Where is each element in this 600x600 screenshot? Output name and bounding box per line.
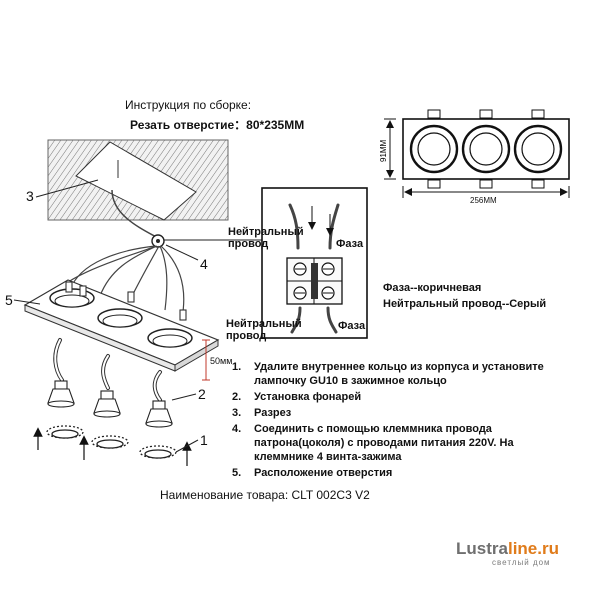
instruction-steps: 1.Удалите внутреннее кольцо из корпуса и…	[232, 360, 562, 482]
brand-tagline: светлый дом	[492, 558, 551, 567]
height-dimension	[384, 118, 396, 180]
install-arrows	[33, 427, 192, 466]
neutral-wire-label-bottom: Нейтральный провод	[226, 318, 302, 342]
top-view-drawing	[402, 109, 570, 189]
step-item: 1.Удалите внутреннее кольцо из корпуса и…	[232, 361, 544, 387]
neutral-wire-label-top: Нейтральный провод	[228, 226, 304, 250]
ceiling-panel	[47, 139, 229, 221]
product-name: Наименование товара: CLT 002C3 V2	[160, 488, 370, 502]
callout-2-leader	[171, 393, 197, 401]
power-cable	[111, 189, 159, 239]
width-label: 256ММ	[470, 196, 497, 205]
brand-name-part1: Lustra	[456, 539, 508, 558]
step-item: 5.Расположение отверстия	[232, 467, 393, 479]
gu10-bulbs	[47, 380, 173, 428]
callout-3-leader	[35, 179, 99, 198]
callout-2: 2	[198, 386, 206, 402]
phase-wire-label-bottom: Фаза	[338, 320, 366, 332]
brand-name-part2: line.ru	[507, 539, 559, 558]
callout-4-leader	[165, 244, 199, 261]
callout-3: 3	[26, 188, 34, 204]
wiring-inset	[261, 187, 368, 339]
spring-clips	[65, 281, 187, 321]
top-view-rings	[409, 124, 563, 174]
legend-neutral: Нейтральный провод--Серый	[383, 298, 547, 310]
clamp-rings	[46, 425, 177, 459]
callout-1-leader	[175, 439, 199, 453]
inset-wires	[288, 203, 340, 334]
width-dimension	[402, 186, 570, 198]
depth-dimension	[202, 339, 210, 381]
instruction-title: Инструкция по сборке:	[125, 98, 252, 112]
cutout-size: Резать отверстие：80*235ММ	[130, 118, 305, 132]
brand-logo: Lustraline.ru светлый дом	[456, 539, 586, 568]
legend-phase: Фаза--коричневая	[383, 282, 482, 294]
callout-4: 4	[200, 256, 208, 272]
step-item: 2.Установка фонарей	[232, 391, 362, 403]
step-item: 3.Разрез	[232, 407, 292, 419]
step-item: 4.Соединить с помощью клеммника провода …	[232, 423, 514, 463]
phase-wire-label-top: Фаза	[336, 238, 364, 250]
terminal-connector	[151, 234, 165, 248]
lamp-cables-inner	[54, 339, 161, 401]
inset-arrows	[308, 206, 334, 236]
height-dimension-label: 91ММ	[379, 139, 388, 162]
depth-label: 50мм	[210, 356, 233, 366]
callout-5-leader	[13, 299, 41, 305]
callout-5: 5	[5, 292, 13, 308]
callout-1: 1	[200, 432, 208, 448]
